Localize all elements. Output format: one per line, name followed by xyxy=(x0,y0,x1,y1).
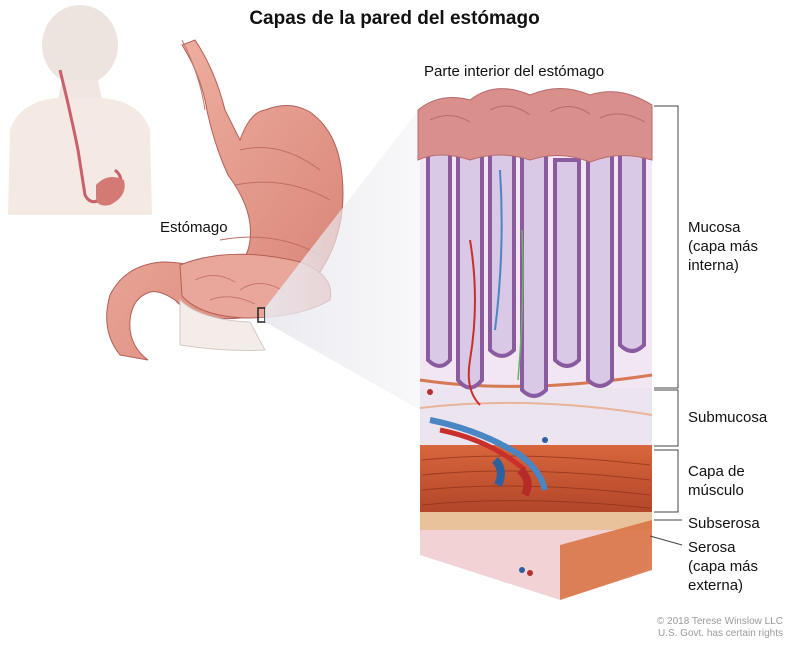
stomach-label: Estómago xyxy=(160,218,228,237)
layer-brackets xyxy=(650,106,682,545)
tissue-block xyxy=(418,89,652,601)
page-title: Capas de la pared del estómago xyxy=(0,8,789,30)
submucosa-label: Submucosa xyxy=(688,408,767,427)
muscle-label: Capa de músculo xyxy=(688,462,745,500)
copyright-notice: © 2018 Terese Winslow LLC U.S. Govt. has… xyxy=(657,616,783,640)
serosa-label: Serosa (capa más externa) xyxy=(688,538,758,595)
subserosa-label: Subserosa xyxy=(688,514,760,533)
human-torso xyxy=(8,5,152,215)
inner-part-label: Parte interior del estómago xyxy=(424,62,604,81)
mucosa-label: Mucosa (capa más interna) xyxy=(688,218,758,275)
